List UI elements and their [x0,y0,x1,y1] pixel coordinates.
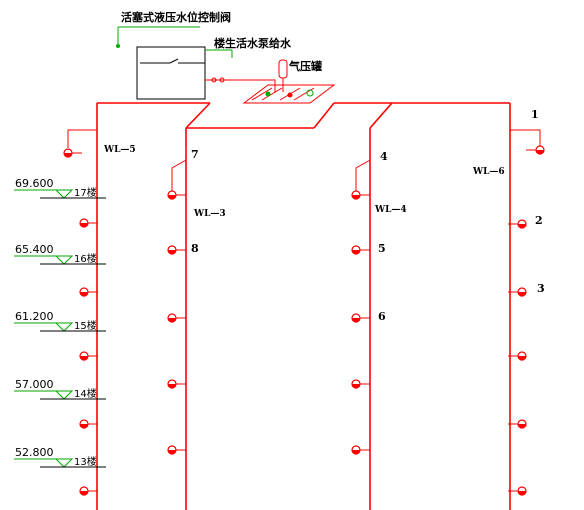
label-6: 6 [378,310,386,323]
floor-label: 15楼 [74,319,97,332]
wl4-label: WL—4 [374,205,407,215]
label-8: 8 [191,242,199,255]
wl5-label: WL—5 [103,145,136,155]
floor-level: 52.800 13楼 [14,446,106,468]
label-5: 5 [378,242,386,255]
fixture-icon [79,218,98,228]
fixture-icon [167,245,186,255]
wl6-label: WL—6 [472,167,505,177]
elevation-label: 61.200 [15,310,54,323]
floor-levels: 69.600 17楼 65.400 16楼 61.200 15楼 57.000 14楼 52.8… [14,177,106,468]
fixture-icon [508,419,527,429]
floor-level: 65.400 16楼 [14,243,106,265]
float-icon [116,44,120,48]
valve-label: 活塞式液压水位控制阀 [121,10,231,24]
elevation-label: 65.400 [15,243,54,256]
fixture-icon [351,190,370,200]
fixture-icon [167,190,186,200]
fixture-icon [167,445,186,455]
fixture-icon [526,145,545,155]
water-tank [136,46,206,100]
label-1: 1 [531,108,539,121]
fixture-icon [508,351,527,361]
label-4: 4 [380,150,388,163]
label-3: 3 [537,282,545,295]
tank-label: 气压罐 [288,59,322,73]
floor-level: 57.000 14楼 [14,378,106,400]
main-pipes [67,102,541,510]
elevation-label: 69.600 [15,177,54,190]
elevation-label: 52.800 [15,446,54,459]
fixture-icon [351,445,370,455]
fixture-icon [167,313,186,323]
elevation-label: 57.000 [15,378,54,391]
floor-level: 61.200 15楼 [14,310,106,332]
supply-label: 楼生活水泵给水 [214,36,292,50]
fixtures [63,145,545,496]
wl3-label: WL—3 [193,209,226,219]
pressure-tank-icon [278,59,288,79]
fixture-icon [508,486,527,496]
floor-label: 14楼 [74,387,97,400]
fixture-icon [79,486,98,496]
roof-equipment [116,26,336,104]
floor-label: 17楼 [74,186,97,199]
floor-level: 69.600 17楼 [14,177,106,199]
floor-label: 13楼 [74,455,97,468]
floor-label: 16楼 [74,252,97,265]
fixture-icon [508,287,527,297]
fixture-icon [79,287,98,297]
fixture-icon [79,351,98,361]
label-2: 2 [535,214,543,227]
fixture-icon [351,245,370,255]
label-7: 7 [191,148,199,161]
fixture-icon [63,148,82,158]
fixture-icon [508,219,527,229]
fixture-icon [79,419,98,429]
fixture-icon [167,379,186,389]
fixture-icon [351,313,370,323]
fixture-icon [351,379,370,389]
